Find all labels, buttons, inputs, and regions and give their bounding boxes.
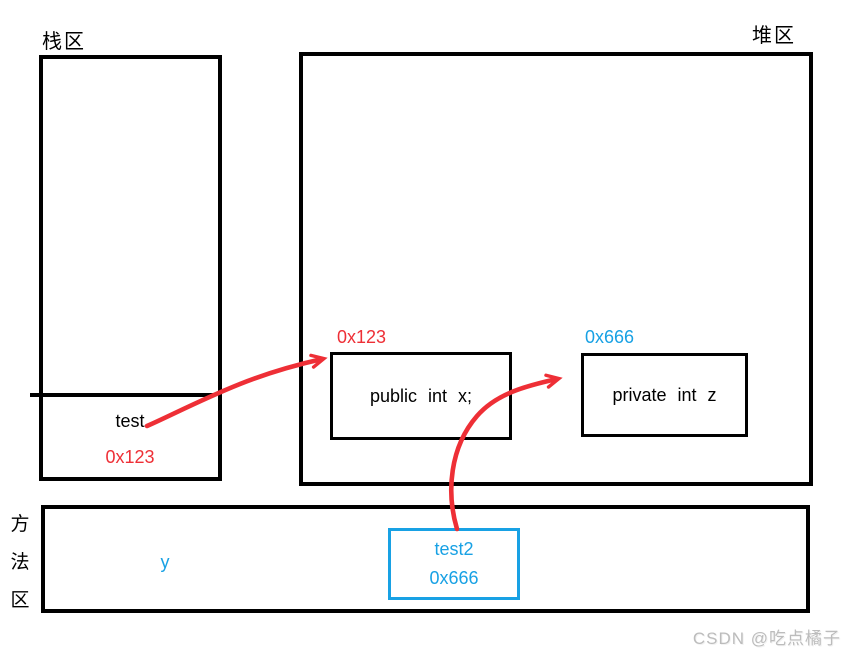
test2-ref-value: 0x666 — [429, 568, 479, 588]
stack-var-name: test — [115, 411, 145, 431]
heap-object2-box: private int z — [581, 353, 748, 437]
test2-reference-box: test2 0x666 — [388, 528, 520, 600]
stack-var-value: 0x123 — [105, 447, 155, 467]
heap-object1-content: public int x; — [369, 385, 473, 406]
stack-frame-divider — [30, 393, 215, 397]
heap-object2-content: private int z — [612, 384, 717, 405]
test2-ref-name: test2 — [434, 539, 474, 559]
method-area-region-box — [41, 505, 810, 613]
heap-area-label: 堆区 — [752, 25, 796, 47]
method-area-label: 方法区 — [10, 514, 30, 611]
method-area-static-var: y — [160, 552, 170, 572]
heap-object2-address: 0x666 — [585, 327, 635, 347]
stack-area-label: 栈区 — [42, 31, 86, 53]
heap-object1-address: 0x123 — [337, 327, 387, 347]
stack-region-box — [39, 55, 222, 481]
heap-object1-box: public int x; — [330, 352, 512, 440]
watermark: CSDN @吃点橘子 — [692, 629, 841, 648]
